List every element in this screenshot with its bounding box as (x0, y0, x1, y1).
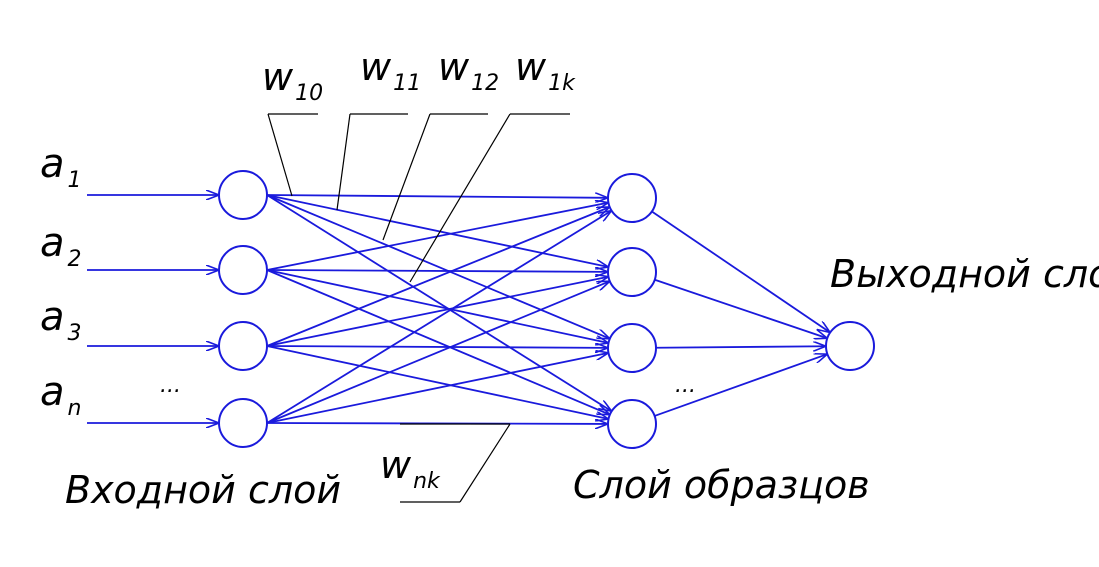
connection-pat4-out (654, 354, 828, 417)
pattern-node-1 (607, 173, 657, 223)
pattern-node-3 (607, 323, 657, 373)
weight-leaders-group (267, 113, 570, 503)
connection-in3-pat4 (266, 345, 609, 419)
connection-pat1-out (651, 210, 830, 332)
input-node-4 (218, 398, 268, 448)
pattern-node-4 (607, 399, 657, 449)
input-node-2 (218, 245, 268, 295)
leader-w12-pointer (382, 113, 431, 241)
pattern-node-2 (607, 247, 657, 297)
leader-w10-pointer (267, 113, 293, 197)
caption-input-layer: Входной слой (65, 468, 341, 512)
caption-pattern-layer: Слой образцов (573, 463, 870, 507)
pattern-ellipsis: ... (675, 373, 696, 398)
leader-w11-pointer (336, 113, 351, 211)
nodes-group (218, 170, 875, 449)
connection-in1-pat3 (266, 194, 610, 339)
connection-in4-pat1 (266, 211, 612, 424)
connections-group (87, 195, 830, 424)
connection-in4-pat3 (266, 353, 608, 424)
connection-in3-pat3 (266, 346, 608, 348)
connection-in1-pat4 (266, 194, 612, 411)
connection-in2-pat3 (266, 269, 609, 343)
leader-w1k-pointer (409, 113, 511, 283)
output-node (825, 321, 875, 371)
weight-label-w11: w11 (360, 45, 421, 96)
weight-label-w1k: w1k (515, 45, 576, 96)
connection-pat2-out (654, 278, 828, 339)
input-node-1 (218, 170, 268, 220)
connection-in3-pat1 (266, 207, 610, 347)
connection-in3-pat2 (266, 277, 608, 347)
weight-label-w10: w10 (262, 55, 323, 106)
connection-in1-pat1 (266, 195, 608, 198)
connection-pat3-out (655, 346, 826, 348)
caption-output-layer: Выходной слой (830, 252, 1099, 296)
connection-in2-pat2 (266, 270, 608, 272)
input-node-3 (218, 321, 268, 371)
connection-in2-pat4 (266, 269, 610, 415)
weight-label-wnk: wnk (380, 443, 441, 494)
connection-in1-pat2 (266, 194, 609, 267)
weight-label-w12: w12 (438, 45, 499, 96)
connection-in4-pat2 (266, 281, 610, 424)
input-ellipsis: ... (160, 373, 181, 398)
leader-wnk-pointer (459, 423, 511, 503)
